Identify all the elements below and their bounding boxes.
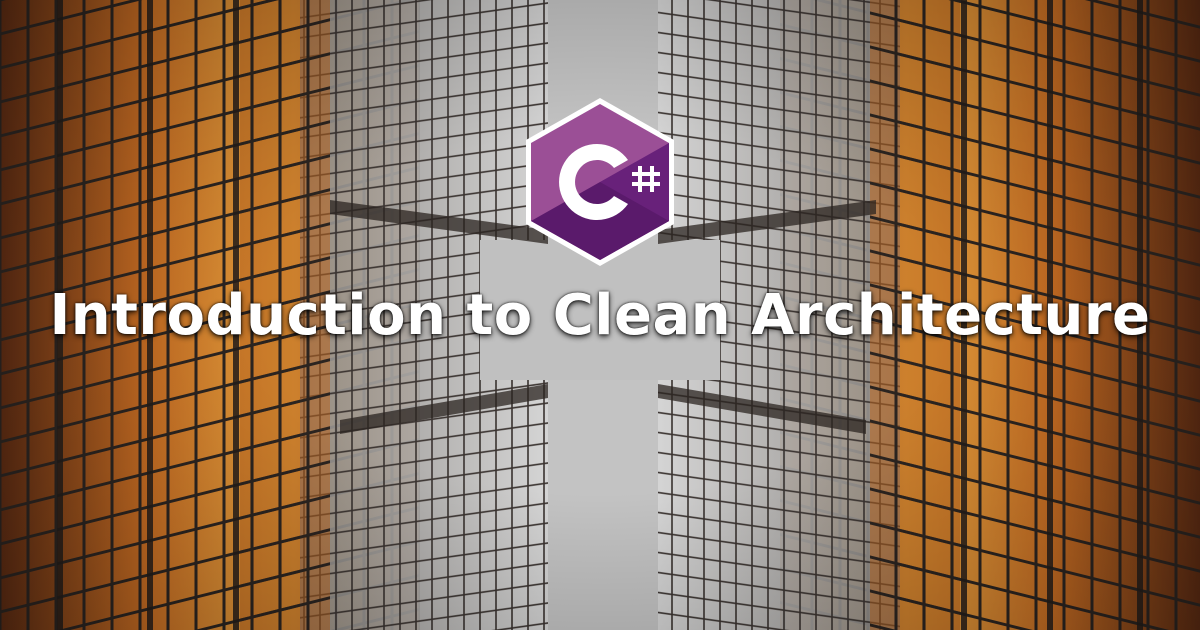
page-title: Introduction to Clean Architecture [49, 283, 1151, 348]
csharp-logo-icon [526, 98, 674, 266]
